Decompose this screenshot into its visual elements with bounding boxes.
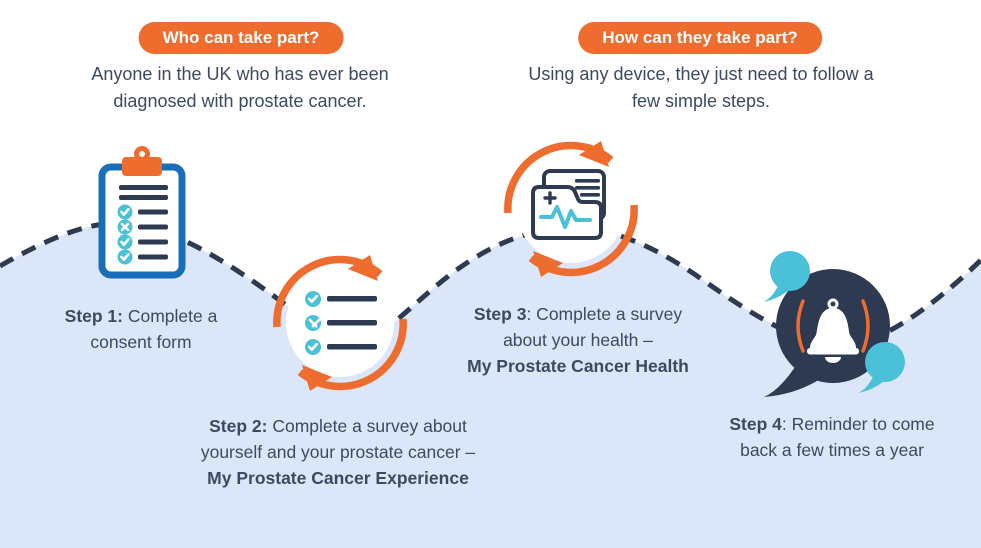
loop-arrowhead [348, 255, 378, 281]
step-1-caption: Step 1: Complete a consent form [64, 306, 218, 352]
step-2-label: Step 2: [209, 416, 268, 436]
badge-who-can-take-part: Who can take part? [138, 22, 344, 54]
heartbeat-line [539, 205, 592, 229]
how-description-line: few simple steps. [631, 91, 771, 111]
who-description-line: diagnosed with prostate cancer. [113, 91, 367, 111]
reminder-bell-icon [752, 238, 977, 413]
step-3-caption: Step 3: Complete a survey about your hea… [467, 301, 689, 379]
clipboard-checklist-icon [96, 145, 188, 281]
loop-arrowhead [302, 365, 332, 391]
journey-dashed-line [0, 220, 981, 349]
who-description-line: Anyone in the UK who has ever been [91, 64, 389, 84]
step-4-label: Step 4 [729, 414, 782, 434]
survey-loop-icon [265, 248, 415, 398]
how-description: Using any device, they just need to foll… [528, 61, 873, 115]
survey-name-experience: My Prostate Cancer Experience [207, 468, 469, 488]
step-1-label: Step 1: [64, 306, 123, 326]
survey-name-health: My Prostate Cancer Health [467, 356, 689, 376]
how-description-line: Using any device, they just need to foll… [528, 64, 874, 84]
badge-how-can-they-take-part: How can they take part? [578, 22, 822, 54]
step-2-caption: Step 2: Complete a survey about yourself… [201, 413, 475, 491]
who-description: Anyone in the UK who has ever been diagn… [91, 61, 388, 115]
health-record-loop-icon [496, 134, 646, 284]
step-3-label: Step 3 [473, 304, 527, 324]
step-4-caption: Step 4: Reminder to come back a few time… [729, 414, 935, 460]
